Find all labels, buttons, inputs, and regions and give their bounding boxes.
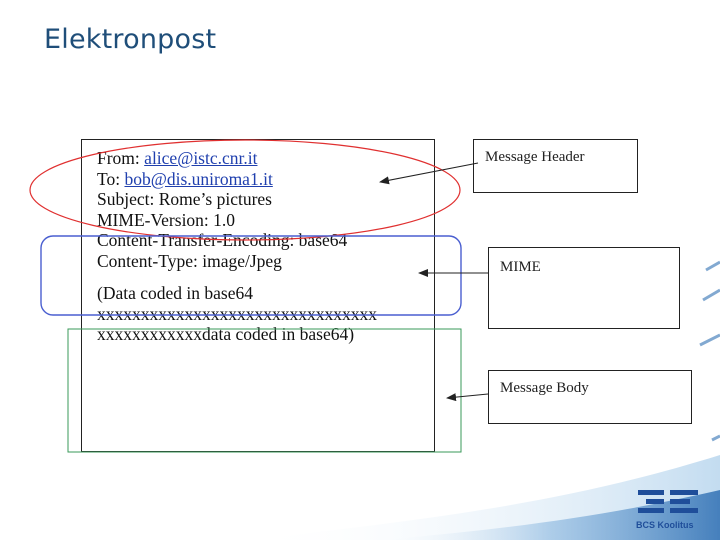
mime-label: MIME	[500, 259, 541, 275]
header-highlight-ellipse	[29, 139, 461, 241]
to-label: To:	[97, 168, 125, 189]
subject-line: Subject: Rome’s pictures	[97, 189, 272, 209]
to-address-link[interactable]: bob@dis.uniroma1.it	[124, 168, 273, 189]
header-arrow	[379, 162, 479, 185]
slide-title: Elektronpost	[44, 24, 217, 55]
mime-label-box: MIME	[488, 247, 680, 329]
from-line: From: alice@istc.cnr.it	[97, 148, 377, 169]
message-header-label: Message Header	[485, 149, 585, 165]
body-arrow	[446, 393, 489, 402]
bcs-koolitus-logo-text: BCS Koolitus	[636, 520, 694, 530]
body-line-2: xxxxxxxxxxxxxxxxxxxxxxxxxxxxxxxx	[97, 303, 377, 324]
from-address-link[interactable]: alice@istc.cnr.it	[144, 148, 258, 168]
message-body-label: Message Body	[500, 380, 589, 396]
message-header-label-box: Message Header	[473, 139, 638, 193]
content-type-line: Content-Type: image/Jpeg	[97, 250, 282, 271]
body-highlight-outline	[67, 328, 462, 453]
mime-version-line: MIME-Version: 1.0	[97, 209, 236, 230]
decorative-swoosh-dark	[380, 490, 720, 540]
bcs-logo-icon	[638, 490, 698, 513]
body-line-1: (Data coded in base64	[97, 283, 253, 303]
email-message-box	[81, 139, 435, 452]
from-label: From:	[97, 148, 145, 168]
to-line: To: bob@dis.uniroma1.it	[97, 169, 377, 190]
message-body-label-box: Message Body	[488, 370, 692, 424]
decorative-edge-strokes	[699, 260, 720, 442]
mime-highlight-outline	[40, 235, 462, 316]
